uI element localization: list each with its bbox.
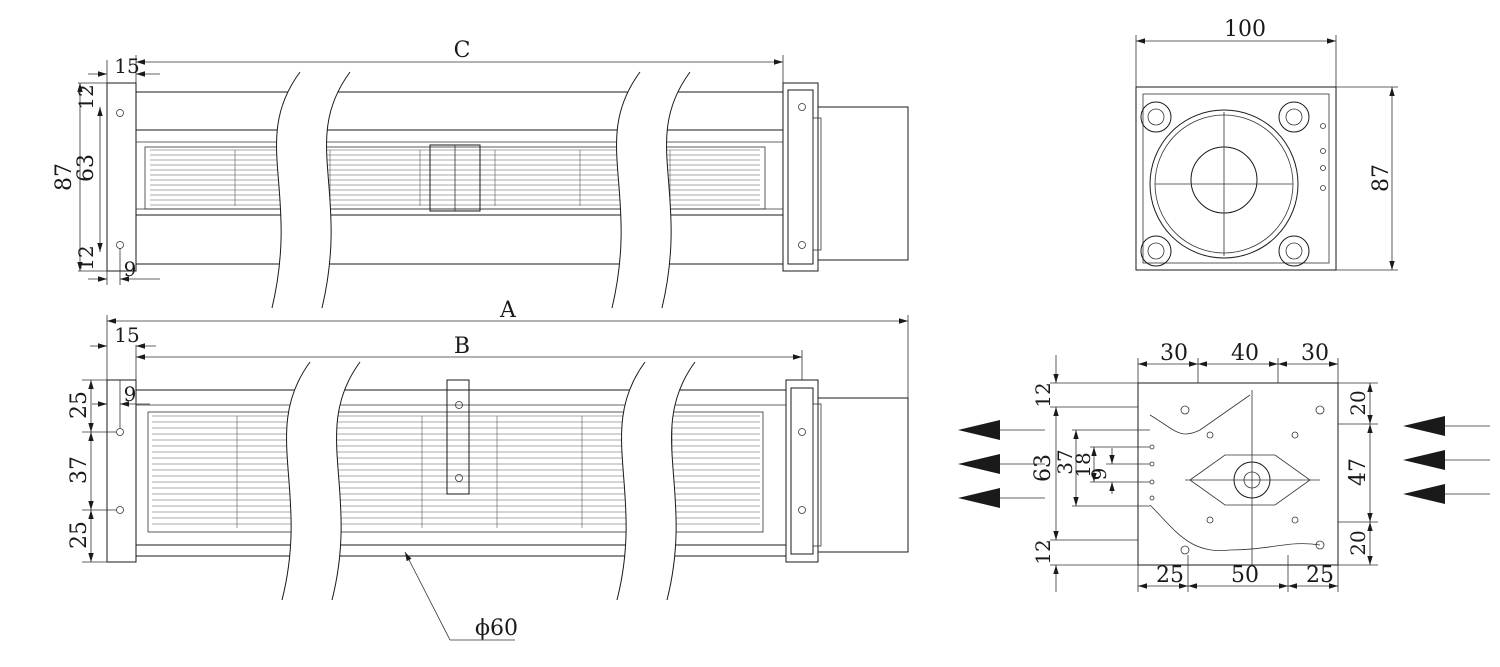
dim-100-label: 100 <box>1224 17 1266 42</box>
front-view-bottom: A B 15 9 25 37 25 ϕ60 <box>67 298 909 641</box>
airflow-arrows-outlet <box>1403 416 1490 504</box>
dim-63-side-label: 63 <box>1031 454 1056 482</box>
dim-25-left-label: 25 <box>1156 563 1184 588</box>
dim-c-label: C <box>454 38 471 63</box>
front-view-top: C 15 87 63 12 12 9 <box>52 38 909 309</box>
side-view-top: 100 87 <box>1135 17 1398 271</box>
dim-12-bottom-label: 12 <box>74 245 98 270</box>
dim-12-left-bottom-label: 12 <box>1031 539 1055 564</box>
dim-87-front-label: 87 <box>52 163 77 191</box>
dim-50-label: 50 <box>1231 563 1259 588</box>
dim-25-lower-label: 25 <box>67 521 92 549</box>
dim-18-label: 18 <box>1071 452 1095 477</box>
dim-top-15-label: 15 <box>114 54 139 78</box>
dim-37-label: 37 <box>67 456 92 484</box>
airflow-arrows-inlet <box>958 420 1045 508</box>
dim-bottom-9-label: 9 <box>124 382 137 406</box>
dim-40-label: 40 <box>1231 341 1259 366</box>
dim-87-side-label: 87 <box>1369 164 1394 192</box>
dim-20-lower-label: 20 <box>1346 530 1370 555</box>
dim-63-front-label: 63 <box>74 154 99 182</box>
dim-20-upper-label: 20 <box>1346 390 1370 415</box>
dim-37-side-label: 37 <box>1053 449 1077 474</box>
dim-b-label: B <box>454 334 470 359</box>
dim-9-top-label: 9 <box>124 257 137 281</box>
dim-47-label: 47 <box>1346 458 1371 486</box>
dim-30-left-label: 30 <box>1160 341 1188 366</box>
dim-a-label: A <box>499 298 517 323</box>
dim-12-top-label: 12 <box>74 84 98 109</box>
side-view-bottom: 30 40 30 25 50 25 12 63 12 37 18 <box>1031 341 1378 592</box>
dim-25-right-label: 25 <box>1306 563 1334 588</box>
dim-9-side-label: 9 <box>1087 468 1111 481</box>
dim-bottom-15-label: 15 <box>114 323 139 347</box>
dim-12-left-top-label: 12 <box>1031 382 1055 407</box>
impeller-diameter-label: ϕ60 <box>475 616 518 641</box>
dim-25-upper-label: 25 <box>67 391 92 419</box>
dim-30-right-label: 30 <box>1301 341 1329 366</box>
